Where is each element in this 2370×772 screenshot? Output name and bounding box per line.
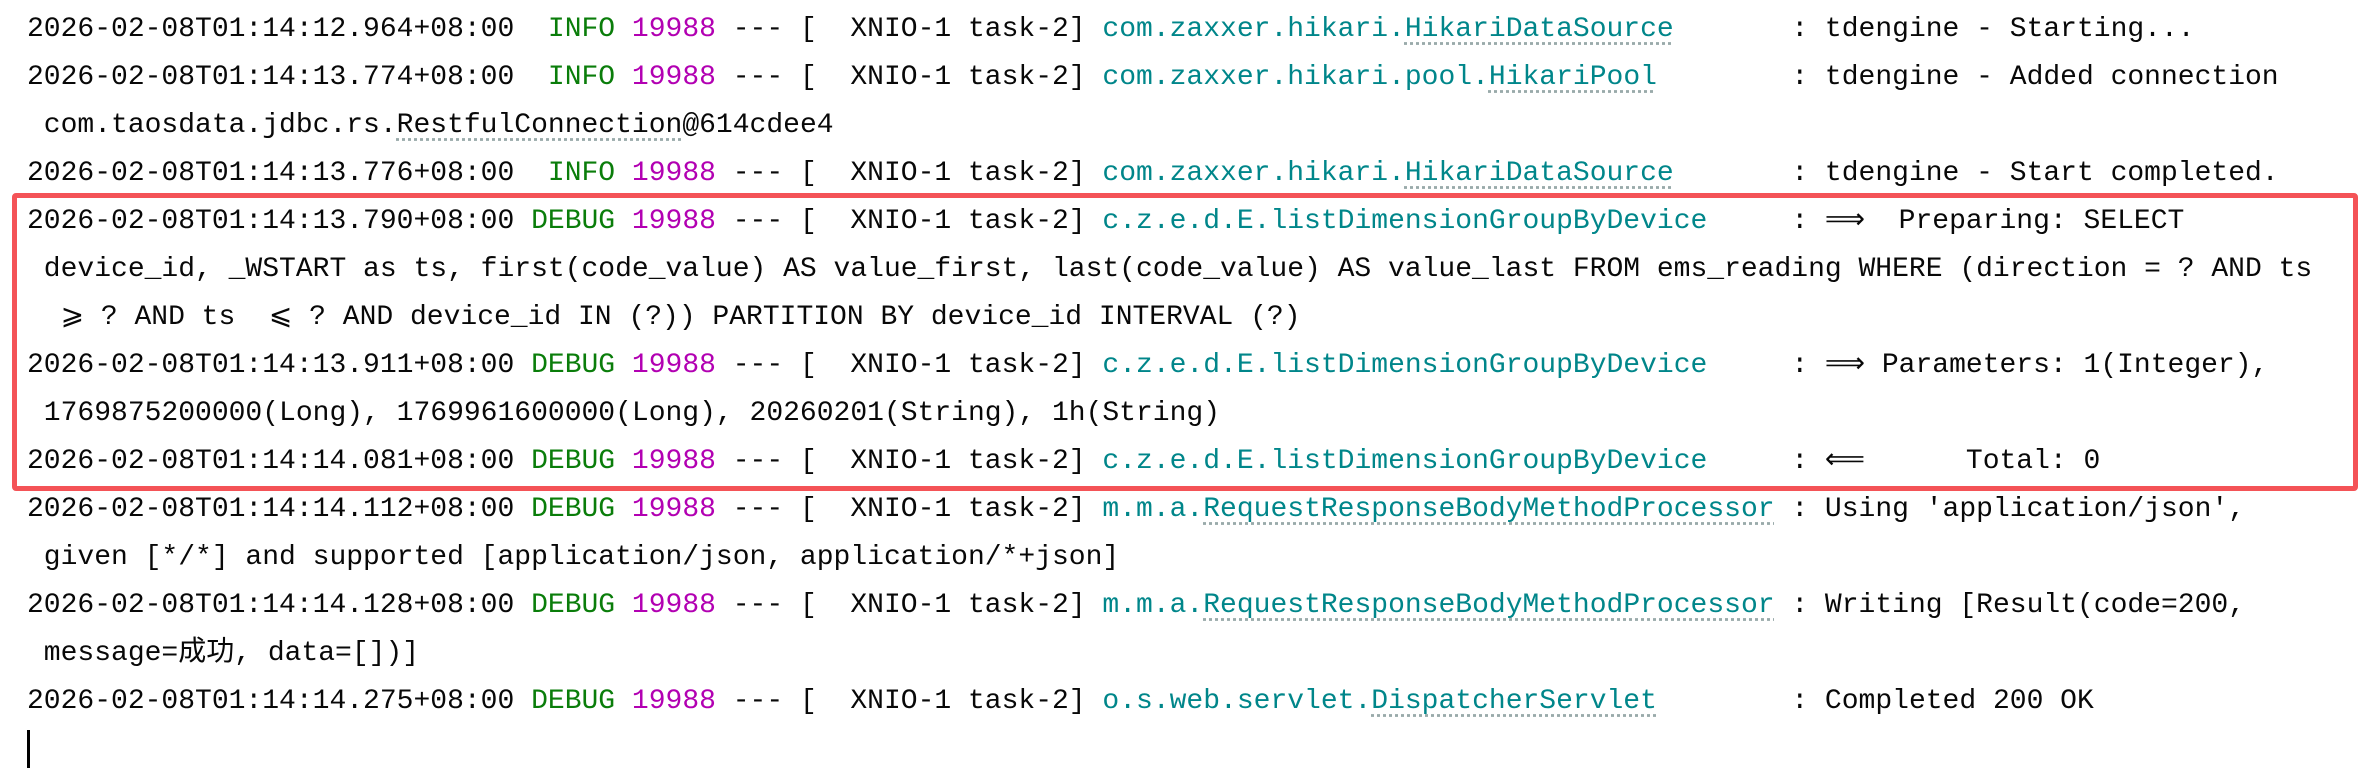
log-line: 2026-02-08T01:14:14.128+08:00 DEBUG 1998… — [27, 582, 2370, 630]
logger-class-link[interactable]: HikariDataSource — [1404, 14, 1674, 45]
log-line: 2026-02-08T01:14:14.081+08:00 DEBUG 1998… — [27, 438, 2370, 486]
log-message: : ⟹ Preparing: SELECT — [1791, 206, 2185, 237]
log-pid: 19988 — [631, 14, 716, 45]
log-logger[interactable]: c.z.e.d.E.listDimensionGroupByDevice — [1102, 342, 1791, 390]
log-message: : Writing [Result(code=200, — [1791, 590, 2246, 621]
log-line: 2026-02-08T01:14:13.911+08:00 DEBUG 1998… — [27, 342, 2370, 390]
log-level: DEBUG — [531, 590, 616, 621]
log-timestamp: 2026-02-08T01:14:14.081+08:00 — [27, 446, 515, 477]
log-line: 2026-02-08T01:14:13.774+08:00 INFO 19988… — [27, 54, 2370, 102]
log-pid: 19988 — [631, 158, 716, 189]
log-level: INFO — [531, 14, 616, 45]
log-message: : tdengine - Added connection — [1791, 62, 2279, 93]
log-logger[interactable]: m.m.a.RequestResponseBodyMethodProcessor — [1102, 582, 1791, 630]
logger-package: com.zaxxer.hikari. — [1102, 158, 1405, 189]
logger-package: c.z.e.d.E.listDimensionGroupByDevice — [1102, 350, 1708, 381]
continuation-text: ⩾ ? AND ts ⩽ ? AND device_id IN (?)) PAR… — [27, 302, 1301, 333]
log-line-continuation: 1769875200000(Long), 1769961600000(Long)… — [27, 390, 2370, 438]
log-thread: --- [ XNIO-1 task-2] — [732, 494, 1086, 525]
log-level: DEBUG — [531, 686, 616, 717]
log-logger[interactable]: o.s.web.servlet.DispatcherServlet — [1102, 678, 1791, 726]
log-thread: --- [ XNIO-1 task-2] — [732, 14, 1086, 45]
log-line: 2026-02-08T01:14:14.275+08:00 DEBUG 1998… — [27, 678, 2370, 726]
log-pid: 19988 — [631, 494, 716, 525]
log-level: DEBUG — [531, 446, 616, 477]
continuation-text: message=成功, data=[])] — [27, 638, 420, 669]
log-pid: 19988 — [631, 350, 716, 381]
log-line: 2026-02-08T01:14:14.112+08:00 DEBUG 1998… — [27, 486, 2370, 534]
log-pid: 19988 — [631, 206, 716, 237]
log-line-continuation: message=成功, data=[])] — [27, 630, 2370, 678]
log-message: : tdengine - Starting... — [1791, 14, 2195, 45]
logger-package: com.zaxxer.hikari.pool. — [1102, 62, 1489, 93]
log-logger[interactable]: c.z.e.d.E.listDimensionGroupByDevice — [1102, 198, 1791, 246]
log-level: DEBUG — [531, 350, 616, 381]
log-thread: --- [ XNIO-1 task-2] — [732, 206, 1086, 237]
log-timestamp: 2026-02-08T01:14:14.112+08:00 — [27, 494, 515, 525]
log-thread: --- [ XNIO-1 task-2] — [732, 350, 1086, 381]
continuation-text: device_id, _WSTART as ts, first(code_val… — [27, 254, 2313, 285]
log-message: : Completed 200 OK — [1791, 686, 2094, 717]
log-line-continuation: given [*/*] and supported [application/j… — [27, 534, 2370, 582]
logger-class-link[interactable]: RequestResponseBodyMethodProcessor — [1203, 494, 1775, 525]
log-line-continuation: ⩾ ? AND ts ⩽ ? AND device_id IN (?)) PAR… — [27, 294, 2370, 342]
log-pid: 19988 — [631, 590, 716, 621]
log-timestamp: 2026-02-08T01:14:12.964+08:00 — [27, 14, 515, 45]
log-message: : ⟹ Parameters: 1(Integer), — [1791, 350, 2269, 381]
log-line-continuation: device_id, _WSTART as ts, first(code_val… — [27, 246, 2370, 294]
logger-class-link[interactable]: DispatcherServlet — [1371, 686, 1657, 717]
log-pid: 19988 — [631, 62, 716, 93]
class-link[interactable]: RestfulConnection — [396, 110, 683, 141]
logger-package: o.s.web.servlet. — [1102, 686, 1372, 717]
logger-package: m.m.a. — [1102, 494, 1204, 525]
logger-package: c.z.e.d.E.listDimensionGroupByDevice — [1102, 446, 1708, 477]
logger-package: m.m.a. — [1102, 590, 1204, 621]
log-level: DEBUG — [531, 206, 616, 237]
log-message: : ⟸ Total: 0 — [1791, 446, 2101, 477]
logger-class-link[interactable]: HikariPool — [1488, 62, 1657, 93]
log-thread: --- [ XNIO-1 task-2] — [732, 590, 1086, 621]
logger-package: com.zaxxer.hikari. — [1102, 14, 1405, 45]
log-pid: 19988 — [631, 686, 716, 717]
log-timestamp: 2026-02-08T01:14:13.790+08:00 — [27, 206, 515, 237]
log-thread: --- [ XNIO-1 task-2] — [732, 158, 1086, 189]
logger-class-link[interactable]: RequestResponseBodyMethodProcessor — [1203, 590, 1775, 621]
log-pid: 19988 — [631, 446, 716, 477]
log-level: DEBUG — [531, 494, 616, 525]
log-line-continuation: com.taosdata.jdbc.rs.RestfulConnection@6… — [27, 102, 2370, 150]
log-logger[interactable]: com.zaxxer.hikari.HikariDataSource — [1102, 150, 1791, 198]
log-message: : tdengine - Start completed. — [1791, 158, 2279, 189]
log-timestamp: 2026-02-08T01:14:14.128+08:00 — [27, 590, 515, 621]
log-thread: --- [ XNIO-1 task-2] — [732, 686, 1086, 717]
log-logger[interactable]: m.m.a.RequestResponseBodyMethodProcessor — [1102, 486, 1791, 534]
continuation-text: @614cdee4 — [682, 110, 834, 141]
log-logger[interactable]: com.zaxxer.hikari.pool.HikariPool — [1102, 54, 1791, 102]
log-line: 2026-02-08T01:14:13.790+08:00 DEBUG 1998… — [27, 198, 2370, 246]
continuation-text: given [*/*] and supported [application/j… — [27, 542, 1120, 573]
continuation-text: com.taosdata.jdbc.rs. — [27, 110, 397, 141]
text-cursor — [27, 730, 30, 768]
logger-package: c.z.e.d.E.listDimensionGroupByDevice — [1102, 206, 1708, 237]
log-thread: --- [ XNIO-1 task-2] — [732, 62, 1086, 93]
log-timestamp: 2026-02-08T01:14:13.911+08:00 — [27, 350, 515, 381]
log-logger[interactable]: com.zaxxer.hikari.HikariDataSource — [1102, 6, 1791, 54]
log-level: INFO — [531, 158, 616, 189]
console-log[interactable]: 2026-02-08T01:14:12.964+08:00 INFO 19988… — [27, 6, 2370, 726]
log-thread: --- [ XNIO-1 task-2] — [732, 446, 1086, 477]
log-line: 2026-02-08T01:14:13.776+08:00 INFO 19988… — [27, 150, 2370, 198]
log-logger[interactable]: c.z.e.d.E.listDimensionGroupByDevice — [1102, 438, 1791, 486]
log-timestamp: 2026-02-08T01:14:14.275+08:00 — [27, 686, 515, 717]
log-timestamp: 2026-02-08T01:14:13.776+08:00 — [27, 158, 515, 189]
log-line: 2026-02-08T01:14:12.964+08:00 INFO 19988… — [27, 6, 2370, 54]
log-timestamp: 2026-02-08T01:14:13.774+08:00 — [27, 62, 515, 93]
logger-class-link[interactable]: HikariDataSource — [1404, 158, 1674, 189]
continuation-text: 1769875200000(Long), 1769961600000(Long)… — [27, 398, 1220, 429]
log-level: INFO — [531, 62, 616, 93]
log-message: : Using 'application/json', — [1791, 494, 2246, 525]
